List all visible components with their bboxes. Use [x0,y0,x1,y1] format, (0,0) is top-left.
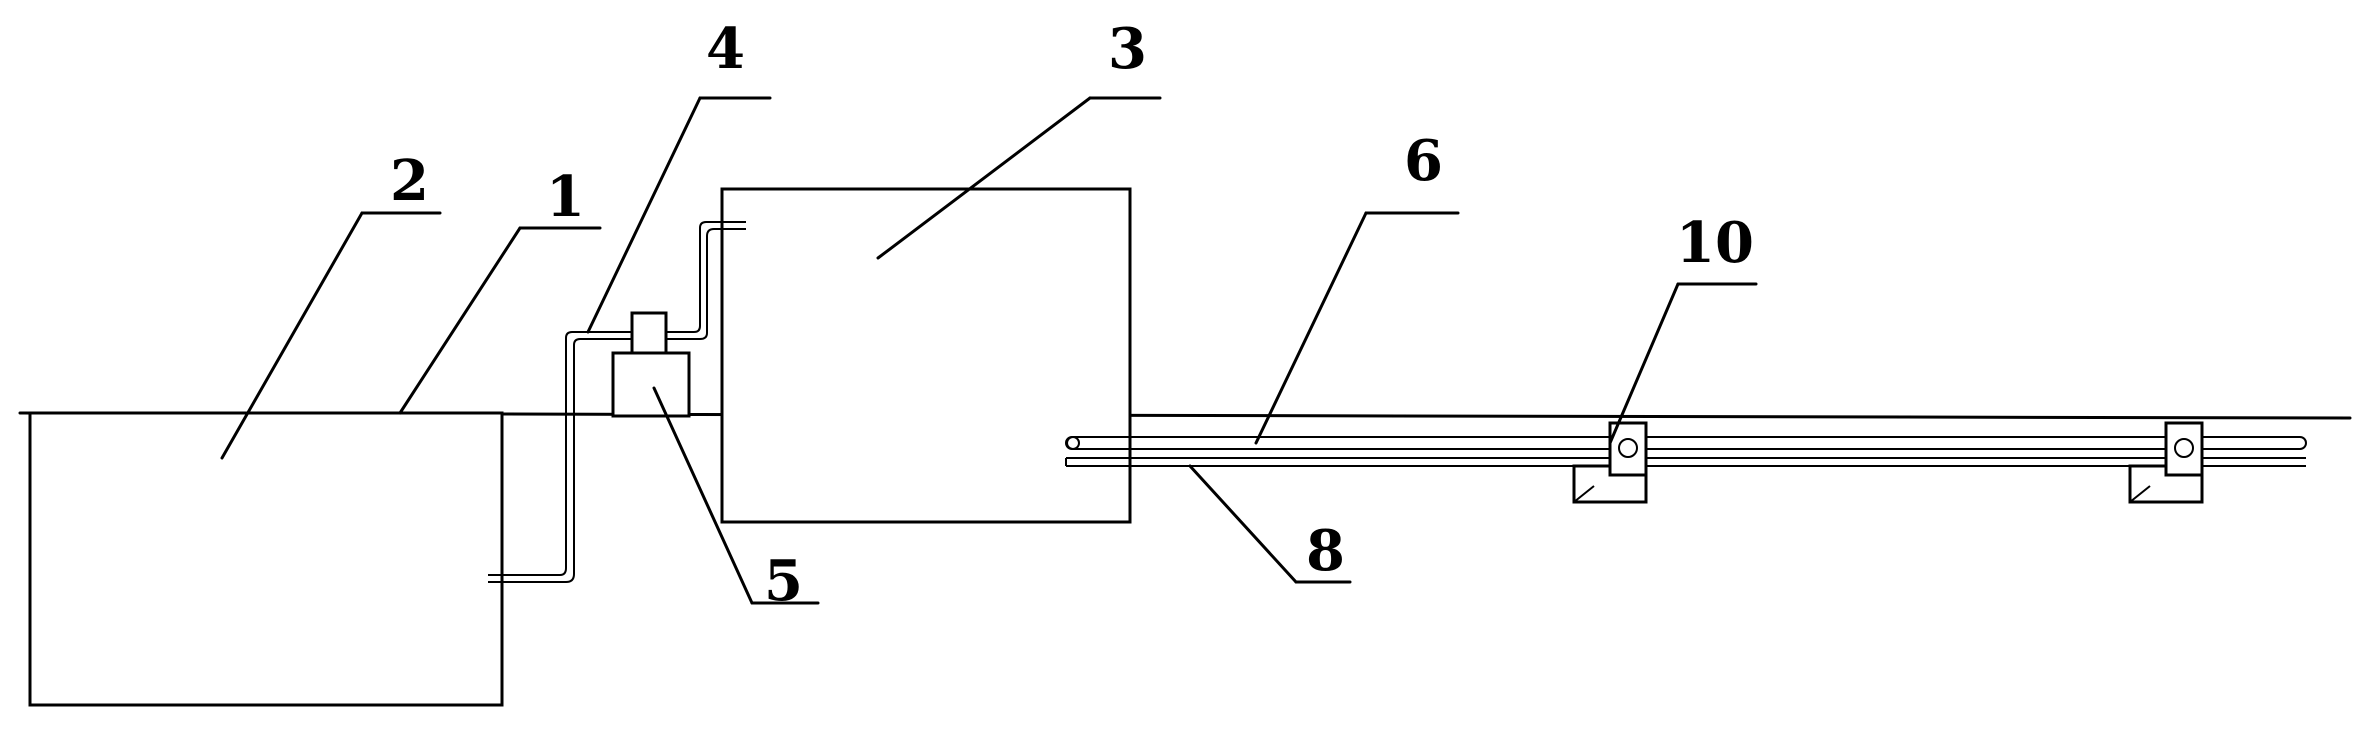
leader-lines [220,96,1758,605]
label-3: 3 [1108,16,1147,82]
tank-3 [720,187,1132,524]
label-4: 4 [706,16,745,82]
pipe-6 [1065,436,2307,450]
pipe-4 [488,221,746,583]
support-10-a [1572,421,1648,504]
pump-base-5 [611,351,691,418]
label-6: 6 [1404,128,1443,194]
label-8: 8 [1306,518,1345,584]
support-10-b [2128,421,2204,504]
tank-2 [28,411,504,707]
label-1: 1 [546,164,585,230]
pump-body [630,311,668,355]
label-5: 5 [764,548,803,614]
label-2: 2 [390,148,429,214]
label-10: 10 [1676,210,1754,276]
trough-8 [1065,457,2306,467]
